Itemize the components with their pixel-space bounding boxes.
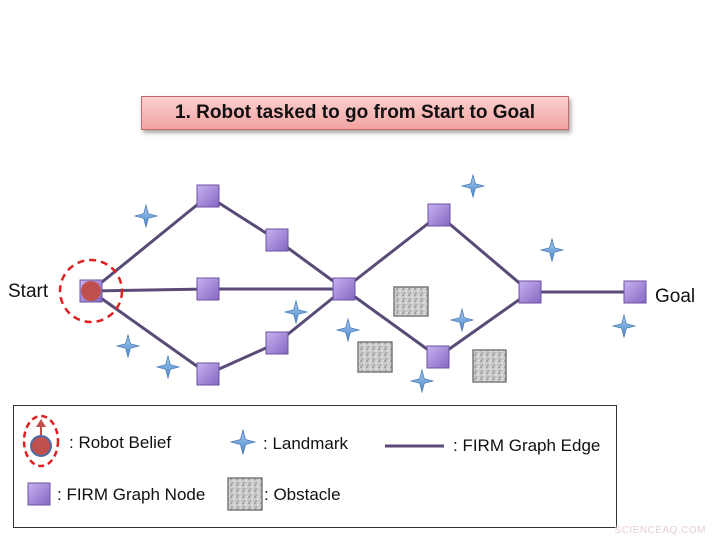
graph-edge (343, 287, 439, 359)
landmark-icon (612, 314, 636, 338)
obstacle (393, 286, 429, 317)
landmark-icon (450, 308, 474, 332)
diagram-title: 1. Robot tasked to go from Start to Goal (141, 96, 569, 130)
landmark-icon (134, 204, 158, 228)
goal-node (623, 280, 647, 304)
landmark-icon (230, 429, 256, 455)
node-icon (27, 482, 51, 506)
legend-edge: : FIRM Graph Edge (453, 436, 601, 455)
graph-node (265, 228, 289, 252)
robot-belief-icon (22, 414, 60, 468)
graph-edge (437, 290, 531, 359)
robot-belief (58, 258, 124, 324)
graph-node (427, 203, 451, 227)
landmark-icon (540, 238, 564, 262)
legend-node: : FIRM Graph Node (57, 485, 206, 504)
graph-node (196, 184, 220, 208)
watermark: SCIENCEAQ.COM (614, 525, 706, 536)
start-label: Start (8, 281, 49, 302)
graph-node (265, 331, 289, 355)
legend-obstacle: : Obstacle (264, 485, 341, 504)
landmark-icon (336, 318, 360, 342)
landmark-icon (156, 355, 180, 379)
graph-edge (90, 289, 209, 376)
legend: : Robot Belief : Landmark : FIRM Graph E… (13, 405, 617, 528)
landmark-icon (116, 334, 140, 358)
legend-robot-belief: : Robot Belief (69, 433, 172, 452)
legend-landmark: : Landmark (263, 434, 349, 453)
graph-node (196, 362, 220, 386)
graph-node (196, 277, 220, 301)
landmark-icon (410, 369, 434, 393)
graph-edge (90, 287, 209, 293)
graph-edge (438, 213, 531, 294)
obstacle (357, 341, 393, 373)
landmark-icon (461, 174, 485, 198)
obstacle-icon (227, 477, 263, 511)
graph-node (518, 280, 542, 304)
graph-edge (90, 194, 209, 293)
graph-node (426, 345, 450, 369)
graph-node (332, 277, 356, 301)
goal-label: Goal (655, 286, 696, 307)
obstacle (472, 349, 507, 383)
graph-edge (343, 213, 440, 291)
